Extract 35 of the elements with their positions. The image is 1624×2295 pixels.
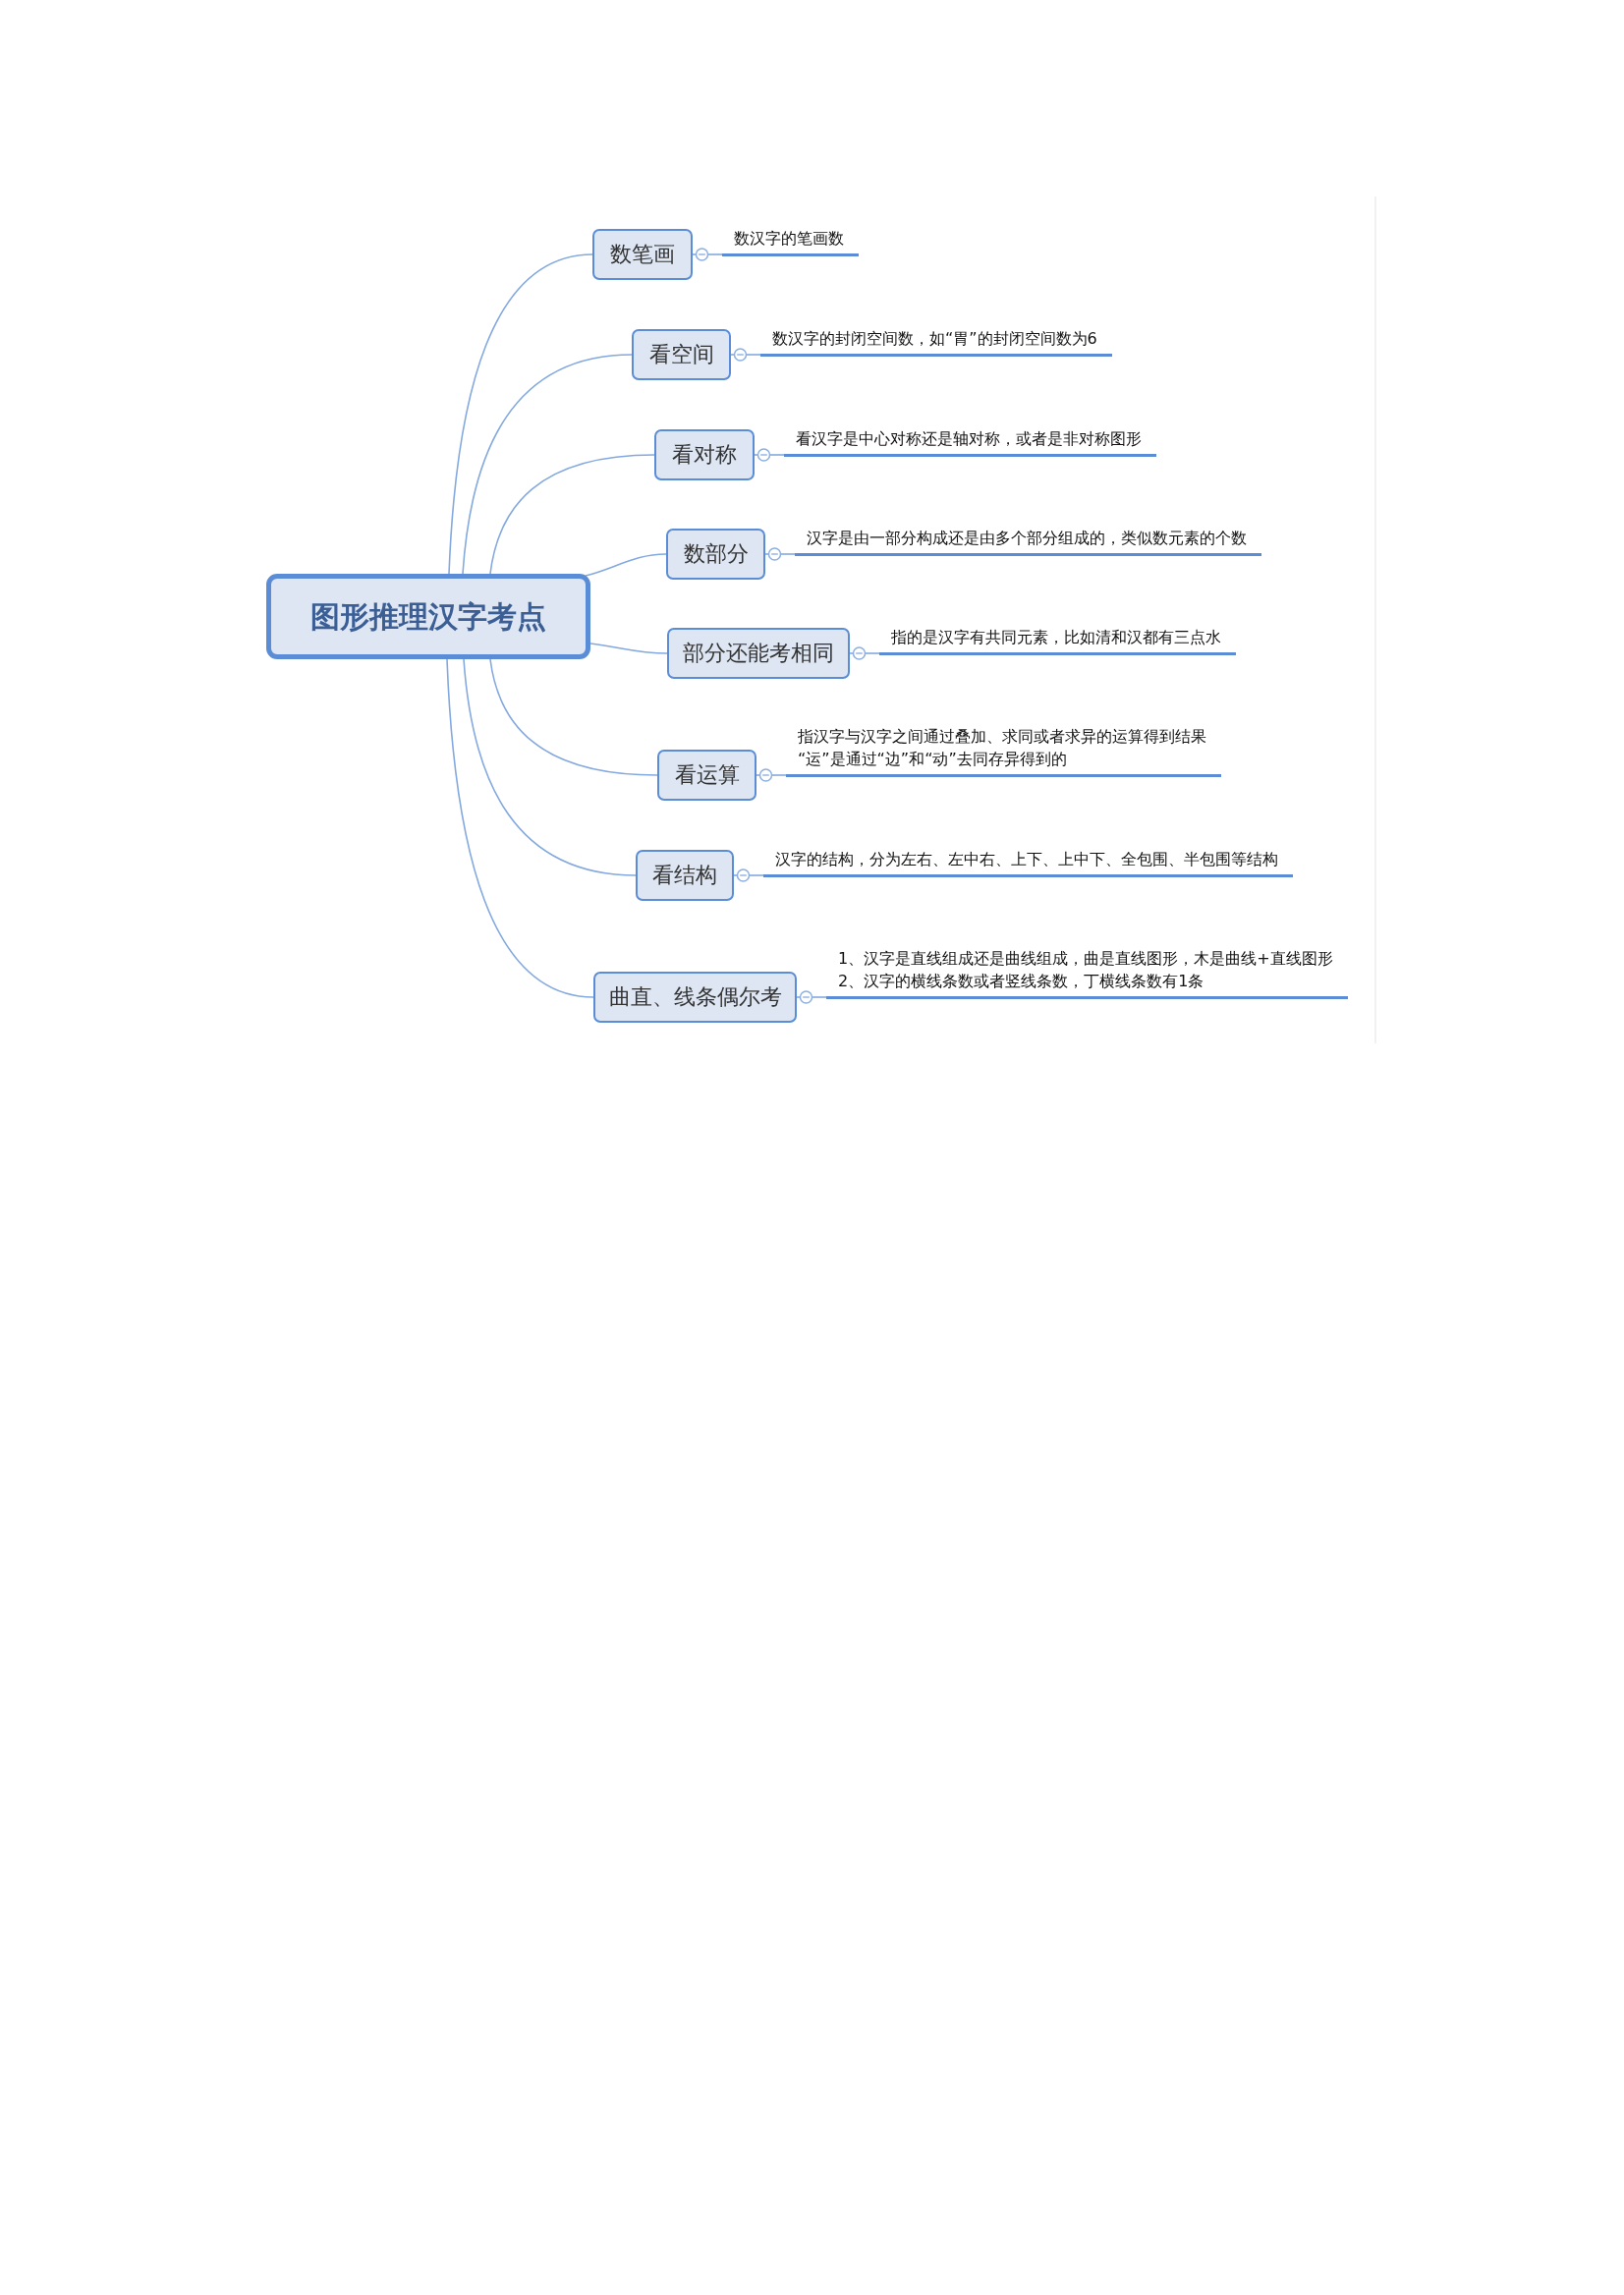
connector-line: [764, 547, 796, 561]
subtopic-text: 1、汉字是直线组成还是曲线组成，曲是直线图形，木是曲线+直线图形: [838, 947, 1333, 970]
connector-line: [849, 646, 880, 660]
connector-line: [692, 248, 723, 261]
connector-line: [730, 348, 761, 362]
subtopic-text: 指汉字与汉字之间通过叠加、求同或者求异的运算得到结果: [798, 725, 1206, 748]
connector-line: [754, 448, 785, 462]
central-topic-box: 图形推理汉字考点: [266, 574, 590, 659]
subtopic-text: 数汉字的封闭空间数，如“胃”的封闭空间数为6: [772, 327, 1097, 350]
subtopic-text: 看汉字是中心对称还是轴对称，或者是非对称图形: [796, 427, 1142, 450]
branch-connector: [585, 553, 667, 577]
branch-connector: [589, 643, 668, 654]
subtopic-text: 2、汉字的横线条数或者竖线条数，丁横线条数有1条: [838, 970, 1204, 992]
topic-box: 部分还能考相同: [667, 628, 850, 679]
connector-line: [733, 868, 764, 882]
topic-box: 看对称: [654, 429, 755, 480]
subtopic-text: 数汉字的笔画数: [734, 227, 844, 250]
branch-connector: [446, 658, 594, 998]
connector-line: [796, 990, 827, 1004]
branch-connector: [489, 454, 655, 575]
connector-line: [756, 768, 787, 782]
branch-connector: [463, 658, 637, 876]
subtopic-text: 汉字是由一部分构成还是由多个部分组成的，类似数元素的个数: [807, 527, 1247, 549]
topic-box: 数笔画: [592, 229, 693, 280]
branch-connector: [448, 253, 593, 575]
branch-connector: [489, 658, 658, 776]
branch-connector: [462, 354, 633, 575]
subtopic-text: 汉字的结构，分为左右、左中右、上下、上中下、全包围、半包围等结构: [775, 848, 1278, 870]
topic-box: 看空间: [632, 329, 731, 380]
subtopic-text: “运”是通过“边”和“动”去同存异得到的: [798, 748, 1067, 770]
subtopic-text: 指的是汉字有共同元素，比如清和汉都有三点水: [891, 626, 1221, 648]
topic-box: 看运算: [657, 750, 756, 801]
topic-box: 看结构: [636, 850, 734, 901]
topic-box: 曲直、线条偶尔考: [593, 972, 797, 1023]
topic-box: 数部分: [666, 529, 765, 580]
